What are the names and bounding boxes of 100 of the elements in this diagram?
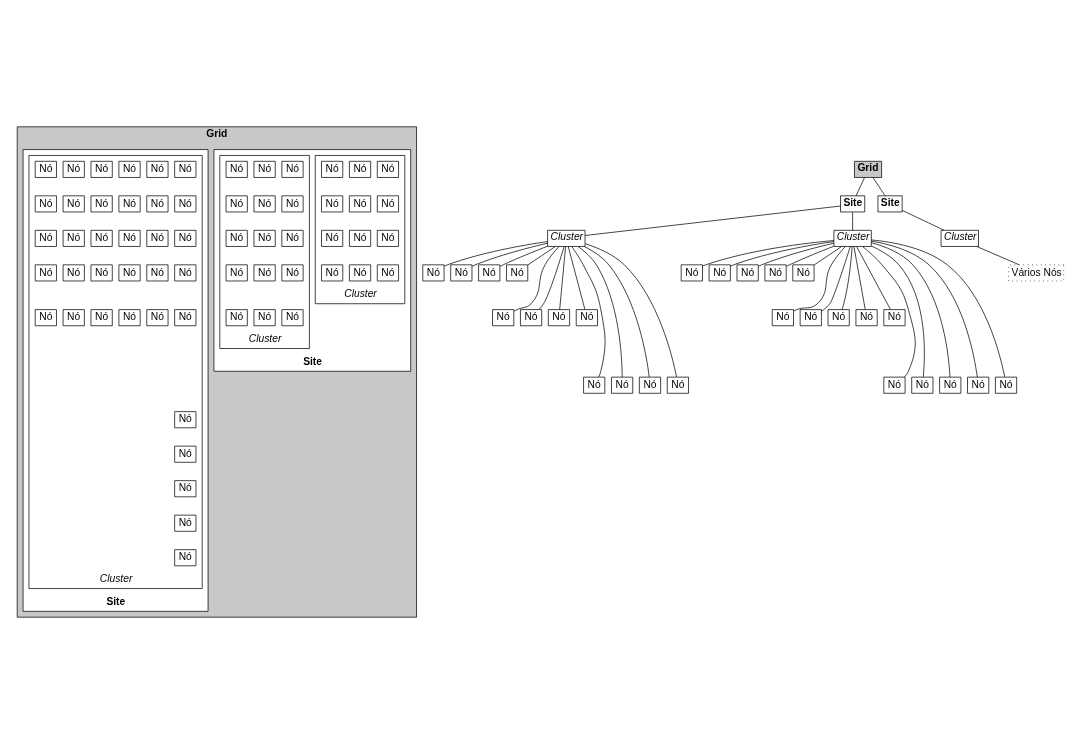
node-box: Nó (792, 264, 815, 282)
node-box: Nó (967, 376, 990, 394)
node-box: Nó (321, 264, 344, 282)
node-box: Nó (321, 229, 344, 247)
node-box: Nó (90, 195, 113, 213)
node-box: Nó (62, 229, 85, 247)
connector (853, 246, 866, 310)
node-box: Nó (225, 195, 248, 213)
node-box: Vários Nós (1008, 264, 1065, 282)
node-box: Nó (506, 264, 529, 282)
connector (702, 240, 835, 267)
node-box: Nó (34, 160, 57, 178)
connector (871, 239, 1006, 378)
node-box: Nó (118, 160, 141, 178)
connector (559, 246, 566, 310)
node-box: Site (840, 195, 866, 213)
node-box: Nó (799, 309, 822, 327)
node-box: Nó (174, 411, 197, 429)
node-box: Nó (349, 195, 372, 213)
connector (571, 246, 606, 378)
node-box: Nó (611, 376, 634, 394)
connector (567, 246, 586, 310)
node-box: Nó (118, 229, 141, 247)
node-box: Nó (376, 264, 399, 282)
node-box: Nó (253, 309, 276, 327)
node-box: Nó (62, 160, 85, 178)
node-box: Cluster (940, 229, 979, 247)
node-box: Nó (225, 160, 248, 178)
connector (538, 246, 565, 310)
node-box: Nó (146, 264, 169, 282)
node-box: Grid (854, 160, 882, 178)
connector (852, 211, 853, 231)
node-box: Nó (90, 264, 113, 282)
node-box: Nó (90, 160, 113, 178)
connector (584, 243, 677, 378)
node-box: Nó (321, 195, 344, 213)
connector (584, 205, 841, 236)
node-box: Nó (349, 264, 372, 282)
connector (871, 245, 925, 378)
node-box: Nó (708, 264, 731, 282)
node-box: Nó (281, 264, 304, 282)
node-box: Nó (174, 160, 197, 178)
node-box: Nó (90, 229, 113, 247)
node-box: Nó (281, 229, 304, 247)
node-box: Nó (118, 309, 141, 327)
connector (527, 246, 556, 266)
node-box: Nó (174, 195, 197, 213)
node-box: Nó (376, 229, 399, 247)
node-box: Nó (253, 195, 276, 213)
connector (513, 246, 560, 312)
node-box: Nó (174, 480, 197, 498)
node-box: Nó (281, 160, 304, 178)
connector (499, 245, 548, 267)
node-box: Nó (281, 195, 304, 213)
node-box: Nó (376, 195, 399, 213)
connector (841, 246, 853, 310)
connector (730, 241, 835, 267)
node-box: Nó (253, 160, 276, 178)
node-box: Nó (174, 229, 197, 247)
node-box: Nó (680, 264, 703, 282)
node-box: Nó (520, 309, 543, 327)
connector (856, 246, 891, 310)
node-box: Nó (450, 264, 473, 282)
node-box: Nó (174, 264, 197, 282)
node-box: Nó (666, 376, 689, 394)
node-box: Nó (827, 309, 850, 327)
node-box: Nó (34, 264, 57, 282)
node-box: Nó (736, 264, 759, 282)
node-box: Nó (62, 264, 85, 282)
node-box: Nó (62, 195, 85, 213)
node-box: Nó (225, 229, 248, 247)
node-box: Nó (174, 445, 197, 463)
node-box: Nó (349, 160, 372, 178)
connector (872, 177, 886, 197)
connector (821, 246, 851, 312)
node-box: Nó (34, 229, 57, 247)
node-box: Nó (883, 376, 906, 394)
node-box: Nó (771, 309, 794, 327)
node-box: Nó (118, 264, 141, 282)
node-box: Nó (34, 195, 57, 213)
node-box: Nó (118, 195, 141, 213)
node-box: Nó (883, 309, 906, 327)
connector (855, 177, 865, 197)
node-box: Nó (939, 376, 962, 394)
connector (871, 242, 951, 378)
node-box: Nó (575, 309, 598, 327)
node-box: Nó (146, 160, 169, 178)
node-box: Nó (492, 309, 515, 327)
connector (471, 242, 548, 267)
connector (793, 246, 846, 312)
connector (577, 246, 623, 378)
node-box: Nó (583, 376, 606, 394)
node-box: Nó (764, 264, 787, 282)
node-box: Nó (422, 264, 445, 282)
node-box: Nó (253, 229, 276, 247)
connector (976, 246, 1020, 266)
node-box: Nó (911, 376, 934, 394)
node-box: Nó (639, 376, 661, 394)
connector (813, 246, 842, 266)
node-box: Nó (146, 309, 169, 327)
